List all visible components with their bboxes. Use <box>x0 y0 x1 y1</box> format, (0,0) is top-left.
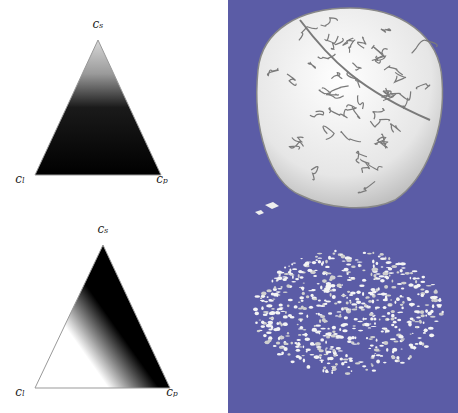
brain-folds <box>267 18 437 193</box>
vertex-label: cₚ <box>166 386 178 398</box>
barycentric-triangle <box>35 40 161 175</box>
vertex-label: cₚ <box>156 173 168 185</box>
vertex-label: cₛ <box>98 223 109 235</box>
vertex-label: cₛ <box>93 18 104 30</box>
barycentric-triangle <box>35 245 170 388</box>
render-background <box>228 0 458 413</box>
fragments <box>255 202 279 215</box>
vertex-label: cₗ <box>15 173 25 185</box>
brain-surface <box>257 8 443 208</box>
vertex-label: cₗ <box>15 386 25 398</box>
noisy-surface <box>253 250 444 375</box>
